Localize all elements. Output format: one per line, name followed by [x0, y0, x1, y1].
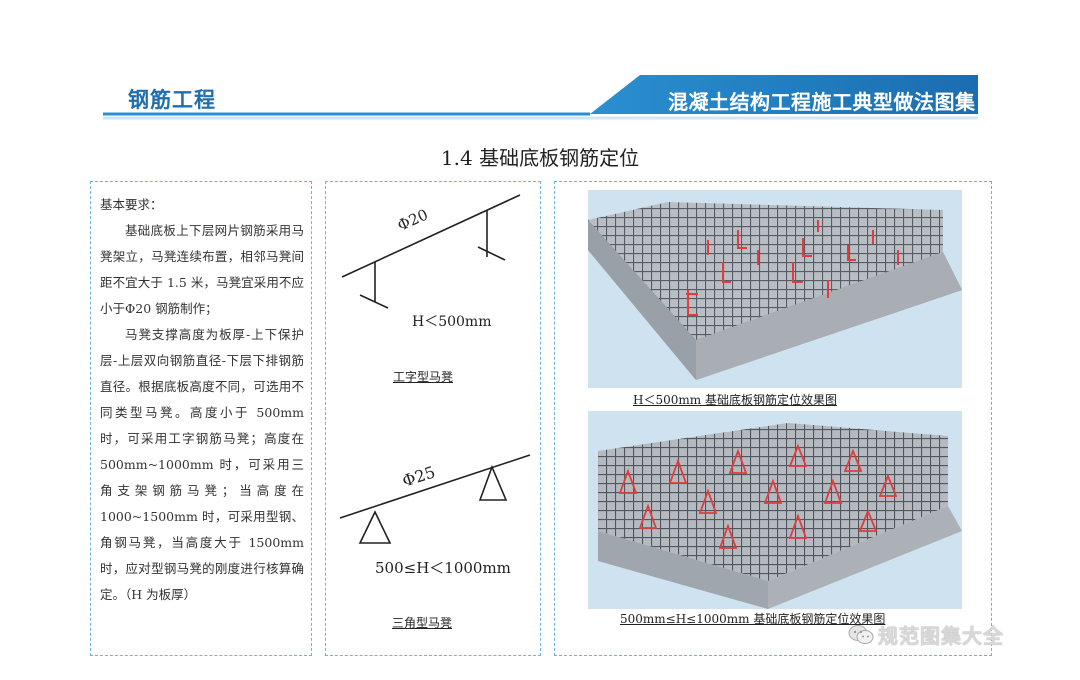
requirements-para-1: 基础底板上下层网片钢筋采用马凳架立，马凳连续布置，相邻马凳间距不宜大于 1.5 … [100, 223, 304, 316]
top-render-image [588, 190, 962, 388]
page-header: 钢筋工程 混凝土结构工程施工典型做法图集 [0, 0, 1080, 120]
bottom-render-caption: 500mm≤H≤1000mm 基础底板钢筋定位效果图 [620, 612, 886, 626]
wechat-icon [848, 624, 874, 651]
section-title: 钢筋工程 [128, 88, 216, 112]
header-graphic [103, 75, 978, 120]
requirements-heading: 基本要求： [100, 197, 163, 212]
i-type-caption: 工字型马凳 [393, 370, 454, 384]
triangle-chair-drawing [339, 454, 531, 544]
page-title: 1.4 基础底板钢筋定位 [440, 146, 640, 170]
i-type-chair-drawing [341, 194, 521, 309]
requirements-para-2: 马凳支撑高度为板厚-上下保护层-上层双向钢筋直径-下层下排钢筋直径。根据底板高度… [100, 327, 304, 602]
top-render-caption: H＜500mm 基础底板钢筋定位效果图 [633, 393, 837, 407]
watermark-text: 规范图集大全 [878, 624, 1004, 648]
watermark: 规范图集大全 [848, 620, 1004, 651]
tri-type-caption: 三角型马凳 [392, 616, 453, 630]
bottom-render-image [588, 411, 962, 609]
requirements-panel [90, 181, 312, 656]
requirements-text: 基本要求： 基础底板上下层网片钢筋采用马凳架立，马凳连续布置，相邻马凳间距不宜大… [100, 192, 304, 608]
drawings-panel [325, 181, 541, 656]
tri-type-height-label: 500≤H＜1000mm [375, 559, 511, 577]
renders-panel [554, 181, 992, 656]
book-title: 混凝土结构工程施工典型做法图集 [668, 90, 976, 114]
i-type-height-label: H＜500mm [412, 314, 492, 330]
